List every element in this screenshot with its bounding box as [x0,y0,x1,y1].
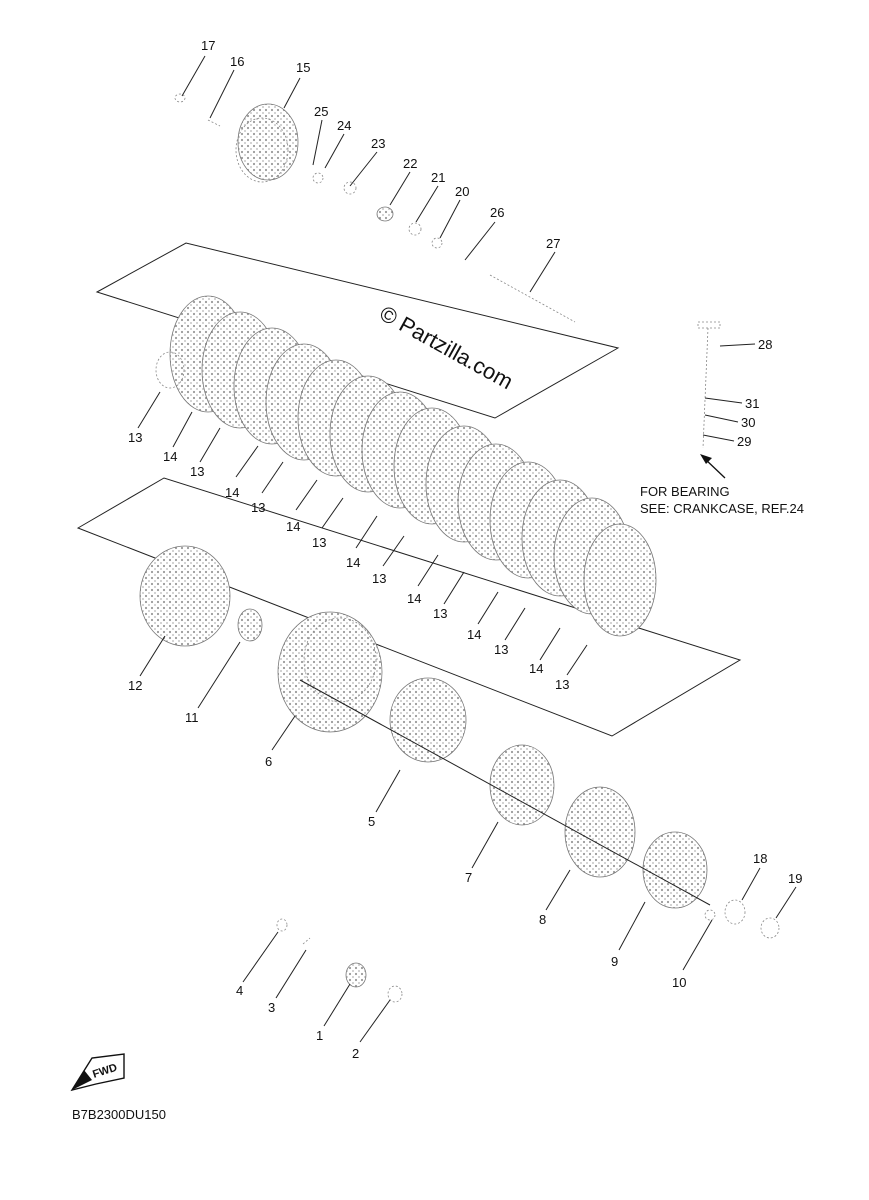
part-18-19-nut-washer [704,899,780,939]
callout: 13 [251,500,265,515]
callout: 21 [431,170,445,185]
part-9-housing [642,831,708,909]
part-11-washer [237,608,263,642]
callout: 18 [753,851,767,866]
callout: 14 [286,519,300,534]
callout: 16 [230,54,244,69]
drawing-code: B7B2300DU150 [72,1107,166,1122]
callout: 4 [236,983,243,998]
callout: 5 [368,814,375,829]
part-small-washers [312,172,443,249]
callout: 11 [185,710,199,725]
callout: 27 [546,236,560,251]
callout: 30 [741,415,755,430]
callout: 3 [268,1000,275,1015]
bearing-arrow-icon [700,454,726,479]
callout: 14 [467,627,481,642]
callout: 12 [128,678,142,693]
callout: 15 [296,60,310,75]
callout: 14 [225,485,239,500]
callout: 14 [407,591,421,606]
part-12-plate [139,545,231,647]
callout: 13 [494,642,508,657]
part-15-pressure-plate [235,103,299,183]
callout: 13 [433,606,447,621]
part-8-plate [564,786,636,878]
part-16-pin [207,119,221,127]
callout: 13 [555,677,569,692]
callout: 22 [403,156,417,171]
callout: 8 [539,912,546,927]
leader-lines [137,55,797,1043]
clutch-plate-stack [155,295,657,637]
callout: 2 [352,1046,359,1061]
part-27-pushrod [489,274,576,323]
part-5-gear [389,677,467,763]
part-28-pushrod-long [697,321,721,449]
callout: 28 [758,337,772,352]
callout: 20 [455,184,469,199]
frame-lower [76,477,742,737]
callout: 24 [337,118,351,133]
part-17-bolt [174,93,186,103]
callout: 14 [529,661,543,676]
part-7-gear [489,744,555,826]
callout: 9 [611,954,618,969]
callout: 7 [465,870,472,885]
callout: 13 [190,464,204,479]
bearing-note-line1: FOR BEARING [640,484,730,499]
callout: 1 [316,1028,323,1043]
callout: 25 [314,104,328,119]
callout: 13 [128,430,142,445]
bearing-note-line2: SEE: CRANKCASE, REF.24 [640,501,804,516]
callout: 29 [737,434,751,449]
callout: 23 [371,136,385,151]
part-1-4-fasteners [276,918,403,1003]
callout: 17 [201,38,215,53]
callout-labels: 17 16 15 25 24 23 22 21 20 26 27 28 31 3… [128,38,802,1061]
callout: 13 [312,535,326,550]
callout: 31 [745,396,759,411]
callout: 19 [788,871,802,886]
callout: 6 [265,754,272,769]
callout: 10 [672,975,686,990]
part-6-clutch-boss [277,611,383,733]
callout: 26 [490,205,504,220]
watermark: © Partzilla.com [376,301,518,395]
callout: 14 [346,555,360,570]
callout: 14 [163,449,177,464]
fwd-arrow-icon: FWD [70,1053,125,1092]
callout: 13 [372,571,386,586]
